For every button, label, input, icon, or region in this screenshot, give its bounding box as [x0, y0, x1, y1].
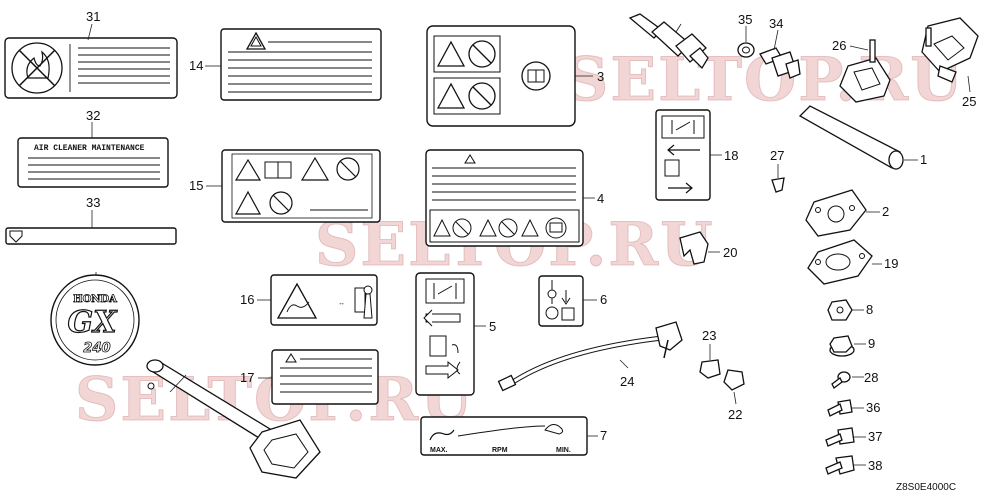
- callout-8: 8: [866, 302, 873, 317]
- callout-numbers: 31 32 33 14 15 16 17 3 4 5 6 7 18 20 24 …: [86, 9, 976, 473]
- part-2-gasket: [805, 189, 880, 237]
- callout-6: 6: [600, 292, 607, 307]
- label-3-safety: [426, 25, 593, 127]
- part-25-mount: [839, 39, 891, 103]
- part-30-screw: [831, 371, 864, 389]
- label-4-safety: [425, 149, 595, 247]
- callout-29: 33: [86, 195, 100, 210]
- part-9-flange-nut: [829, 335, 866, 357]
- part-24-mount: [921, 17, 979, 93]
- callout-9: 9: [868, 336, 875, 351]
- part-33-bolt: [827, 399, 864, 417]
- part-1-tube: [798, 105, 918, 170]
- callout-18: 18: [724, 148, 738, 163]
- callout-26: 27: [770, 148, 784, 163]
- part-36-spark-plug: [628, 13, 709, 70]
- part-31-fitting: [759, 29, 801, 79]
- part-21-cap: [723, 369, 745, 405]
- callout-31: 34: [769, 16, 783, 31]
- rpm-max-text: MAX.: [430, 447, 448, 454]
- rpm-text: RPM: [492, 447, 508, 454]
- part-8-nut: [827, 299, 864, 321]
- callout-4: 4: [597, 191, 604, 206]
- part-20-clamp: [679, 231, 720, 265]
- callout-1: 1: [920, 152, 927, 167]
- emblem-37: HONDA GX 240: [50, 272, 140, 366]
- callout-28: 32: [86, 108, 100, 123]
- callout-23: 24: [620, 374, 634, 389]
- part-19-gasket: [807, 239, 882, 285]
- part-23-wire: [497, 321, 683, 392]
- callout-17: 17: [240, 370, 254, 385]
- callout-22: 23: [702, 328, 716, 343]
- callout-19: 19: [884, 256, 898, 271]
- label-29-arrow-strip: [5, 210, 177, 245]
- label-27-no-fire: [4, 23, 178, 99]
- callout-34: 37: [868, 429, 882, 444]
- air-cleaner-text: AIR CLEANER MAINTENANCE: [34, 144, 145, 153]
- distance-arrow: ↔: [338, 300, 345, 307]
- callout-21: 22: [728, 407, 742, 422]
- callout-20: 20: [723, 245, 737, 260]
- label-28-air-cleaner: AIR CLEANER MAINTENANCE: [17, 122, 169, 188]
- emblem-brand: HONDA: [73, 294, 117, 305]
- callout-7: 7: [600, 428, 607, 443]
- callout-2: 2: [882, 204, 889, 219]
- callout-3: 3: [597, 69, 604, 84]
- callout-25: 26: [832, 38, 846, 53]
- callout-5: 5: [489, 319, 496, 334]
- part-35-bolt: [825, 455, 866, 475]
- part-32-washer: [737, 26, 755, 58]
- emblem-size: 240: [83, 341, 110, 356]
- callout-27: 31: [86, 9, 100, 24]
- label-6-choke: [538, 275, 597, 327]
- callout-24: 25: [962, 94, 976, 109]
- diagram-code: Z8S0E4000C: [896, 482, 956, 493]
- label-15-symbols: [206, 149, 381, 223]
- label-17-warning: [258, 349, 379, 405]
- emblem-model: GX: [68, 305, 119, 340]
- label-7-throttle: MAX. RPM MIN.: [420, 416, 598, 456]
- callout-33: 36: [866, 400, 880, 415]
- part-34-bolt: [825, 427, 866, 447]
- label-5-fuel-valve: [415, 272, 486, 396]
- callout-32: 35: [738, 12, 752, 27]
- label-14-warning: [205, 28, 382, 101]
- callout-16: 16: [240, 292, 254, 307]
- callout-14: 14: [189, 58, 203, 73]
- callout-15: 15: [189, 178, 203, 193]
- callout-35: 38: [868, 458, 882, 473]
- part-26-clip: [771, 164, 785, 193]
- part-38-plug-wrench: [146, 359, 321, 479]
- label-18-fuel-valve: [655, 109, 722, 201]
- rpm-min-text: MIN.: [556, 447, 571, 454]
- label-16-hot-muffler: ↔: [257, 274, 378, 326]
- part-22-clip: [699, 344, 721, 379]
- callout-30: 28: [864, 370, 878, 385]
